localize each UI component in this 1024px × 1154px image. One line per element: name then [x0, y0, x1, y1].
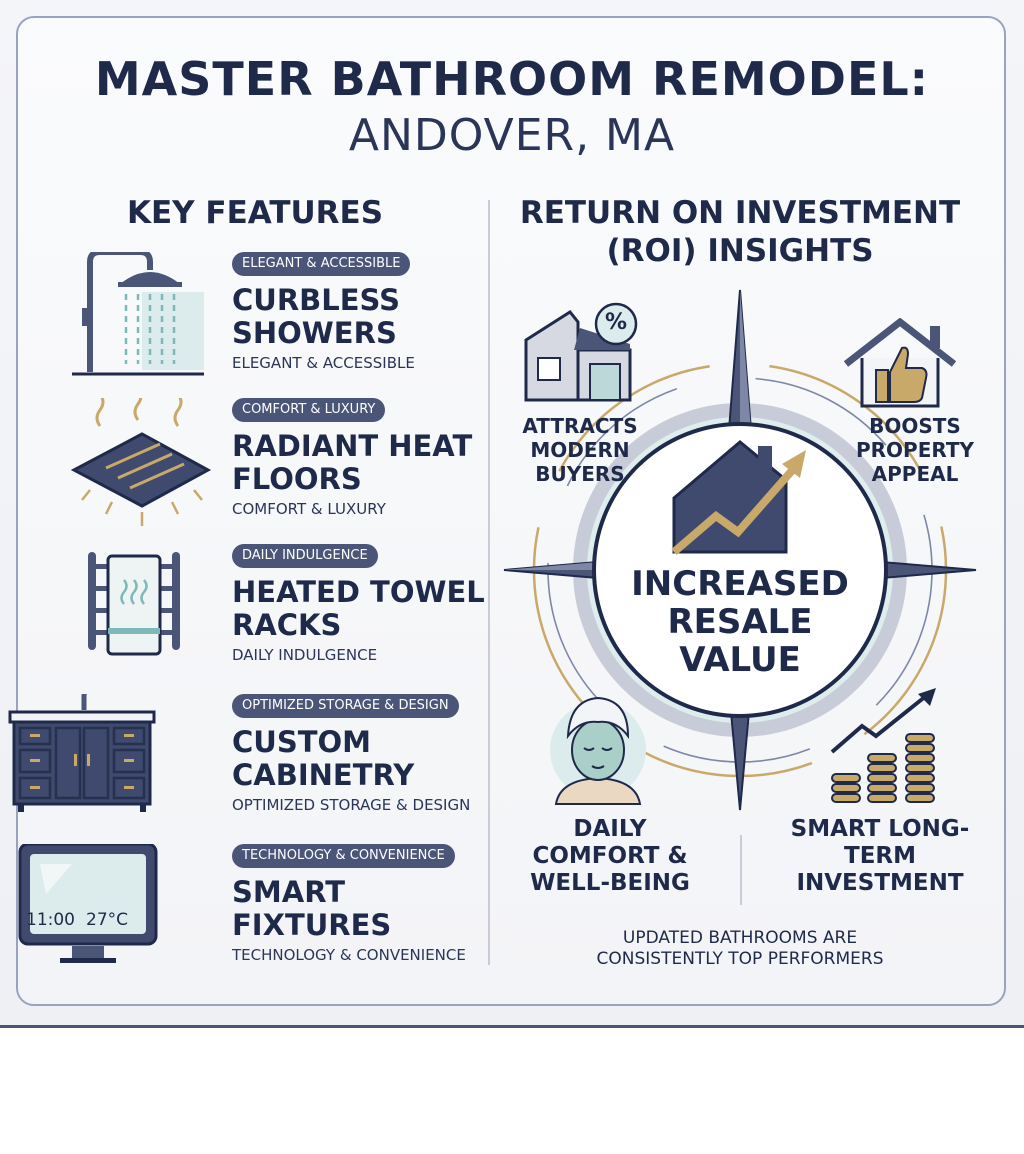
smart-display-icon: 11:00 27°C [18, 844, 220, 984]
feature-name: SMART FIXTURES [232, 875, 392, 942]
thumbs-up-house-icon [843, 318, 957, 408]
feature-custom-cabinetry: OPTIMIZED STORAGE & DESIGN CUSTOM CABINE… [8, 694, 480, 834]
roi-compass-diagram [503, 289, 977, 811]
feature-description: DAILY INDULGENCE [232, 646, 378, 664]
key-features-heading: KEY FEATURES [126, 195, 384, 231]
feature-name: CURBLESS SHOWERS [232, 283, 401, 350]
display-time: 11:00 [26, 910, 75, 930]
feature-tag: ELEGANT & ACCESSIBLE [232, 252, 411, 276]
house-growth-icon [671, 440, 806, 556]
modern-house-icon [524, 302, 638, 402]
feature-description: TECHNOLOGY & CONVENIENCE [232, 946, 466, 964]
roi-long-term-investment-label: SMART LONG-TERM INVESTMENT [790, 816, 970, 896]
roi-heading: RETURN ON INVESTMENT (ROI) INSIGHTS [519, 195, 961, 269]
feature-smart-fixtures: 11:00 27°C TECHNOLOGY & CONVENIENCE SMAR… [18, 844, 480, 984]
feature-tag: DAILY INDULGENCE [232, 544, 378, 568]
feature-name: CUSTOM CABINETRY [232, 725, 415, 792]
percent-icon: % [604, 310, 628, 335]
feature-name: HEATED TOWEL RACKS [232, 575, 485, 642]
feature-description: ELEGANT & ACCESSIBLE [232, 354, 415, 372]
shower-icon [60, 252, 220, 392]
coins-growth-icon [830, 688, 936, 803]
feature-curbless-showers: ELEGANT & ACCESSIBLE CURBLESS SHOWERS EL… [60, 252, 480, 392]
roi-attracts-buyers-label: ATTRACTS MODERN BUYERS [522, 414, 638, 486]
feature-name: RADIANT HEAT FLOORS [232, 429, 473, 496]
roi-center-label: INCREASED RESALE VALUE [631, 564, 849, 680]
roi-daily-comfort-label: DAILY COMFORT & WELL-BEING [530, 816, 690, 896]
feature-description: OPTIMIZED STORAGE & DESIGN [232, 796, 471, 814]
spa-face-icon [550, 696, 646, 805]
feature-heated-towel-racks: DAILY INDULGENCE HEATED TOWEL RACKS DAIL… [60, 544, 485, 684]
page-subtitle: ANDOVER, MA [348, 110, 676, 161]
feature-tag: COMFORT & LUXURY [232, 398, 386, 422]
column-divider [488, 200, 490, 965]
roi-footnote: UPDATED BATHROOMS ARE CONSISTENTLY TOP P… [596, 928, 884, 969]
vanity-cabinet-icon [8, 694, 220, 834]
roi-property-appeal-label: BOOSTS PROPERTY APPEAL [855, 414, 974, 486]
towel-rack-icon [60, 544, 220, 684]
feature-description: COMFORT & LUXURY [232, 500, 386, 518]
heated-floor-icon [60, 398, 220, 538]
feature-radiant-heat-floors: COMFORT & LUXURY RADIANT HEAT FLOORS COM… [60, 398, 480, 538]
roi-bottom-separator [740, 835, 742, 905]
display-temperature: 27°C [86, 910, 129, 930]
feature-tag: OPTIMIZED STORAGE & DESIGN [232, 694, 459, 718]
feature-tag: TECHNOLOGY & CONVENIENCE [232, 844, 455, 868]
page-title: MASTER BATHROOM REMODEL: [94, 52, 930, 106]
